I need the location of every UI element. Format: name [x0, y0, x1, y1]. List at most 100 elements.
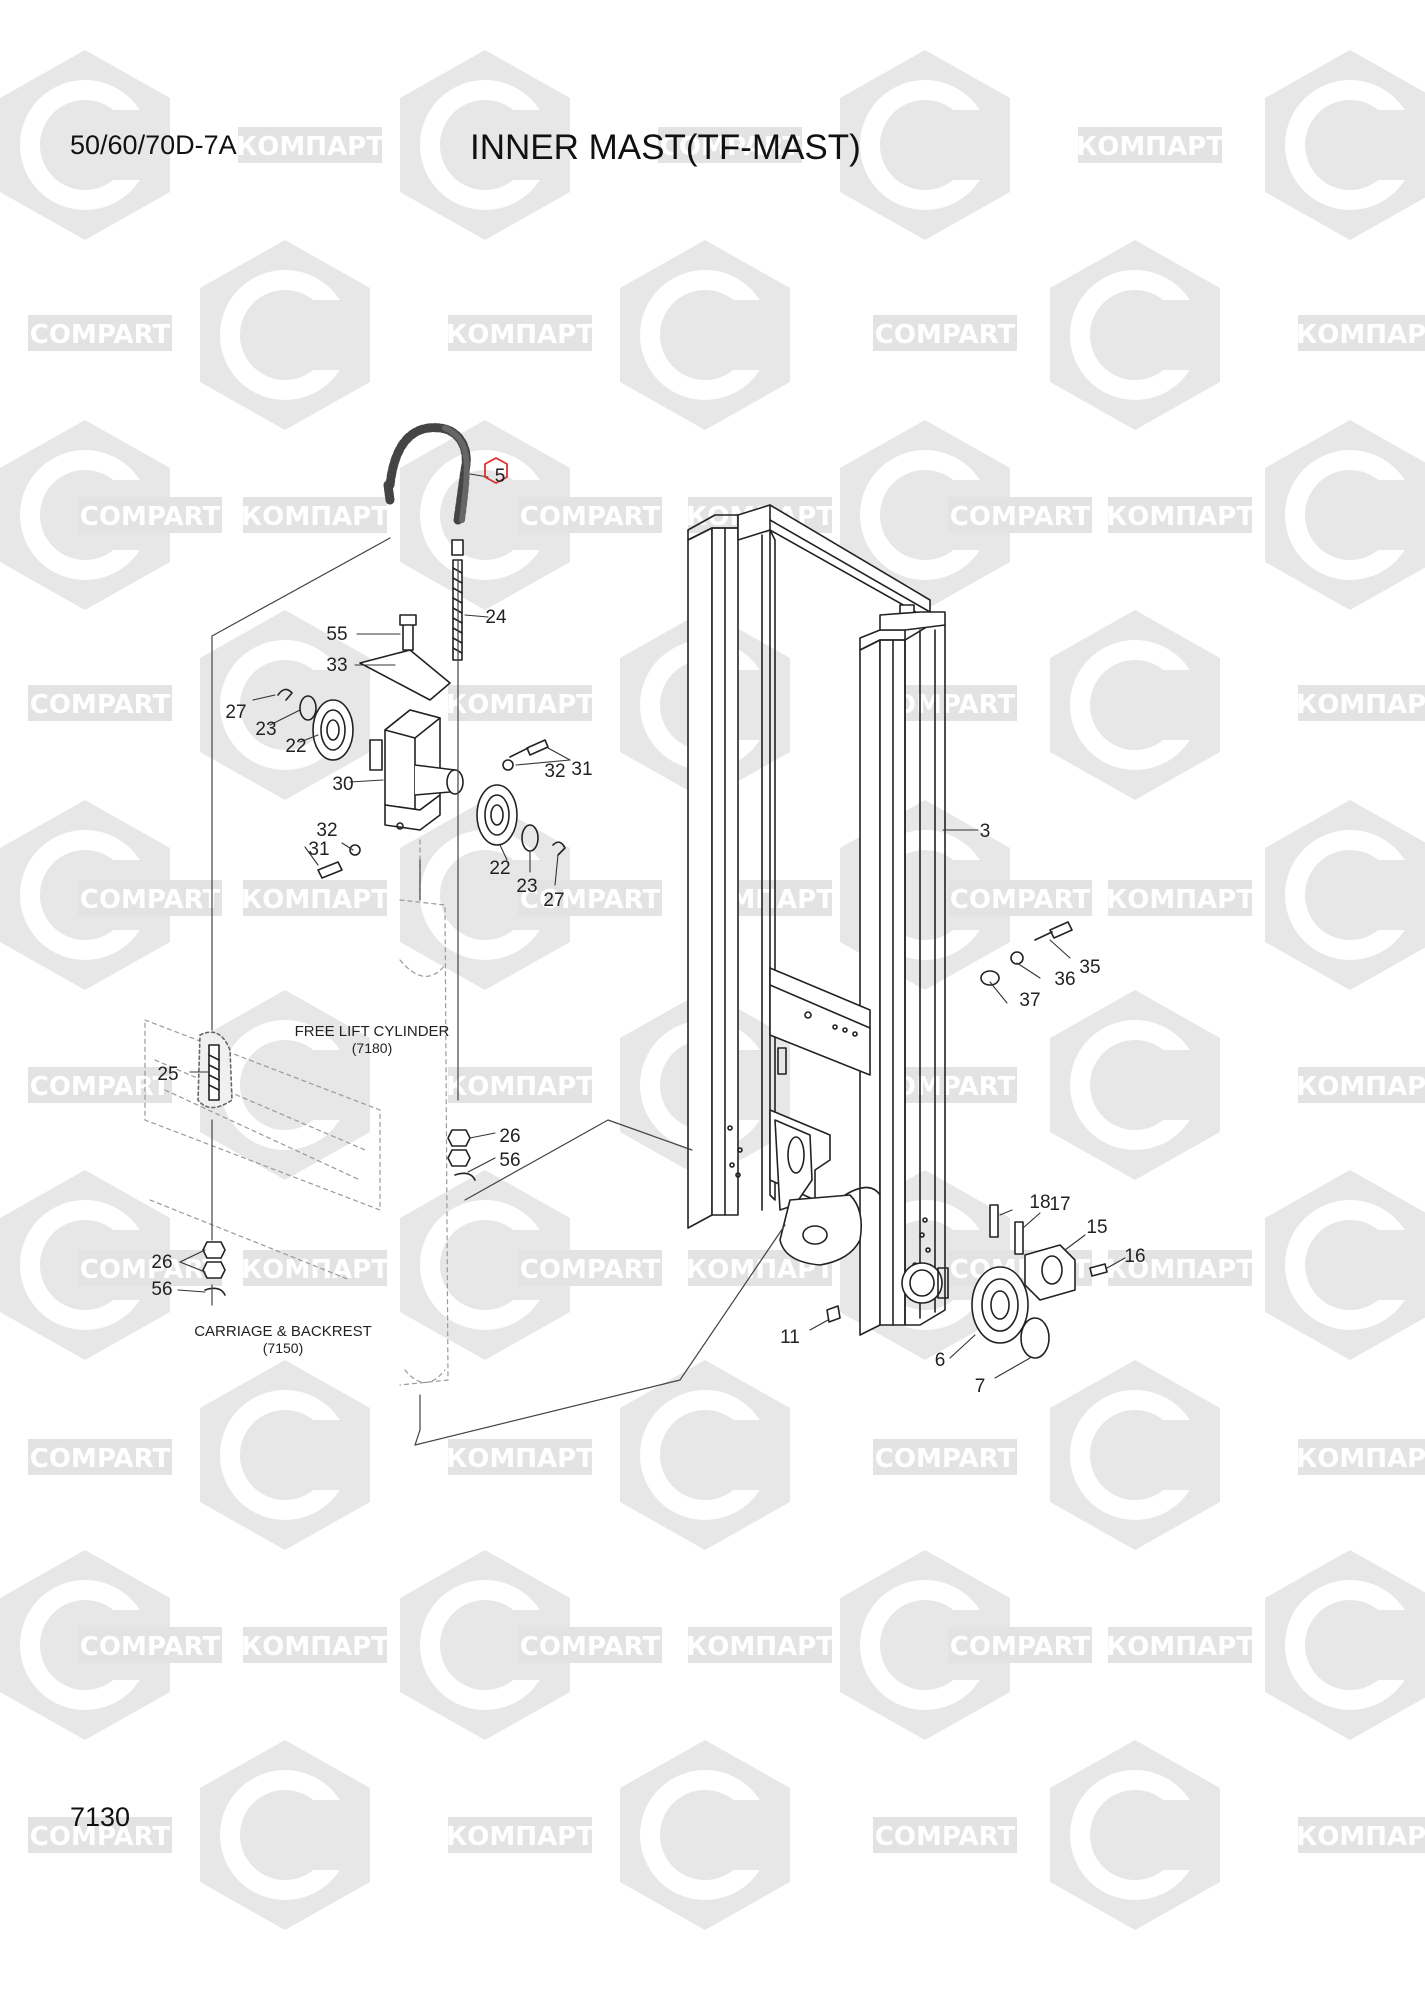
watermark-band: COMPART [948, 1627, 1092, 1663]
watermark-band: COMPART [873, 1439, 1017, 1475]
callout-number[interactable]: 32 [316, 820, 337, 841]
callout-number[interactable]: 17 [1049, 1194, 1070, 1215]
callout-number[interactable]: 27 [225, 702, 246, 723]
callout-number[interactable]: 23 [255, 719, 276, 740]
leader-lines [177, 473, 1126, 1379]
watermark-text: COMPART [80, 502, 221, 532]
watermark-band: COMPART [28, 315, 172, 351]
reference-code: (7150) [263, 1340, 303, 1356]
reference-carriage-backrest: CARRIAGE & BACKREST(7150) [194, 1323, 372, 1356]
watermark-text: КОМПАРТ [1076, 132, 1224, 162]
watermark-text: КОМПАРТ [1296, 1822, 1425, 1852]
watermark-text: КОМПАРТ [1106, 1255, 1254, 1285]
watermark-band: COMPART [518, 1250, 662, 1286]
callout-number[interactable]: 26 [151, 1252, 172, 1273]
watermark-text: КОМПАРТ [1296, 690, 1425, 720]
callout-number[interactable]: 24 [485, 607, 507, 628]
callout-number[interactable]: 15 [1086, 1217, 1107, 1238]
watermark-band: КОМПАРТ [1106, 880, 1254, 916]
callout-labels: 5245533272322303132323122232733536372526… [151, 466, 1145, 1397]
watermark-text: COMPART [950, 1632, 1091, 1662]
watermark-band: КОМПАРТ [1076, 127, 1224, 163]
callout-number[interactable]: 33 [326, 655, 347, 676]
watermark-band: COMPART [78, 497, 222, 533]
reference-lines [211, 537, 786, 1446]
callout-number[interactable]: 7 [975, 1376, 986, 1397]
callout-number[interactable]: 16 [1124, 1246, 1145, 1267]
watermark-band: КОМПАРТ [1106, 1250, 1254, 1286]
callout-number[interactable]: 35 [1079, 957, 1100, 978]
watermark-text: КОМПАРТ [1106, 502, 1254, 532]
callout-number[interactable]: 31 [571, 759, 592, 780]
callout-number[interactable]: 5 [495, 466, 506, 487]
callout-number[interactable]: 3 [980, 821, 991, 842]
retaining-ring [277, 688, 566, 856]
callout-number[interactable]: 55 [326, 624, 347, 645]
watermark-text: COMPART [30, 690, 171, 720]
mechanical-drawing [144, 423, 1126, 1446]
callout-number[interactable]: 56 [499, 1150, 520, 1171]
callout-number[interactable]: 11 [780, 1327, 800, 1348]
watermark-text: COMPART [520, 885, 661, 915]
reference-free-lift-cylinder: FREE LIFT CYLINDER(7180) [295, 1023, 450, 1056]
reference-name: FREE LIFT CYLINDER [295, 1023, 450, 1040]
watermark-band: КОМПАРТ [241, 1627, 389, 1663]
callout-number[interactable]: 27 [543, 890, 564, 911]
callout-number[interactable]: 25 [157, 1064, 178, 1085]
chain-anchor-stud [197, 1031, 233, 1109]
watermark-text: КОМПАРТ [446, 320, 594, 350]
reference-name: CARRIAGE & BACKREST [194, 1323, 372, 1340]
watermark-text: КОМПАРТ [241, 885, 389, 915]
watermark-text: КОМПАРТ [446, 1444, 594, 1474]
watermark-text: COMPART [80, 1255, 221, 1285]
callout-number[interactable]: 30 [332, 774, 353, 795]
watermark-band: КОМПАРТ [241, 497, 389, 533]
callout-number[interactable]: 22 [489, 858, 510, 879]
callout-number[interactable]: 31 [308, 839, 329, 860]
watermark-text: COMPART [950, 885, 1091, 915]
watermark-band: COMPART [518, 880, 662, 916]
watermark-text: COMPART [30, 1072, 171, 1102]
callout-number[interactable]: 36 [1054, 969, 1075, 990]
watermark-text: КОМПАРТ [1296, 320, 1425, 350]
callout-number[interactable]: 37 [1019, 990, 1040, 1011]
watermark-band: COMPART [873, 1817, 1017, 1853]
reference-code: (7180) [352, 1040, 392, 1056]
callout-number[interactable]: 18 [1029, 1192, 1050, 1213]
bracket-plate [359, 614, 451, 701]
page-title: INNER MAST(TF-MAST) [470, 128, 861, 167]
watermark-text: КОМПАРТ [686, 1632, 834, 1662]
watermark-text: КОМПАРТ [446, 690, 594, 720]
lock-nut [202, 1129, 476, 1296]
watermark-text: КОМПАРТ [241, 1255, 389, 1285]
watermark-text: COMPART [660, 132, 801, 162]
watermark-band: COMPART [948, 880, 1092, 916]
reference-labels: FREE LIFT CYLINDER(7180) CARRIAGE & BACKR… [194, 1023, 449, 1356]
callout-number[interactable]: 23 [516, 876, 537, 897]
callout-number[interactable]: 26 [499, 1126, 520, 1147]
watermark-band: COMPART [948, 497, 1092, 533]
callout-number[interactable]: 32 [544, 761, 565, 782]
callout-number[interactable]: 6 [935, 1350, 946, 1371]
watermark-text: COMPART [875, 320, 1016, 350]
watermark-text: COMPART [30, 1444, 171, 1474]
watermark-text: COMPART [875, 1444, 1016, 1474]
watermark-text: COMPART [30, 1822, 171, 1852]
watermark-text: COMPART [80, 1632, 221, 1662]
watermark-text: КОМПАРТ [1296, 1072, 1425, 1102]
watermark-text: КОМПАРТ [241, 502, 389, 532]
inner-mast-frame [687, 504, 949, 1336]
callout-number[interactable]: 22 [285, 736, 306, 757]
watermark-band: КОМПАРТ [1296, 1817, 1425, 1853]
phantom-assemblies [144, 839, 449, 1386]
watermark-band: КОМПАРТ [1296, 315, 1425, 351]
watermark-text: КОМПАРТ [446, 1822, 594, 1852]
lift-chain [383, 423, 471, 525]
watermark-band: КОМПАРТ [446, 1439, 594, 1475]
callout-number[interactable]: 56 [151, 1279, 172, 1300]
watermark-band: КОМПАРТ [1296, 685, 1425, 721]
watermark-band: COMPART [28, 1817, 172, 1853]
watermark-text: COMPART [520, 502, 661, 532]
watermark-band: КОМПАРТ [446, 1817, 594, 1853]
